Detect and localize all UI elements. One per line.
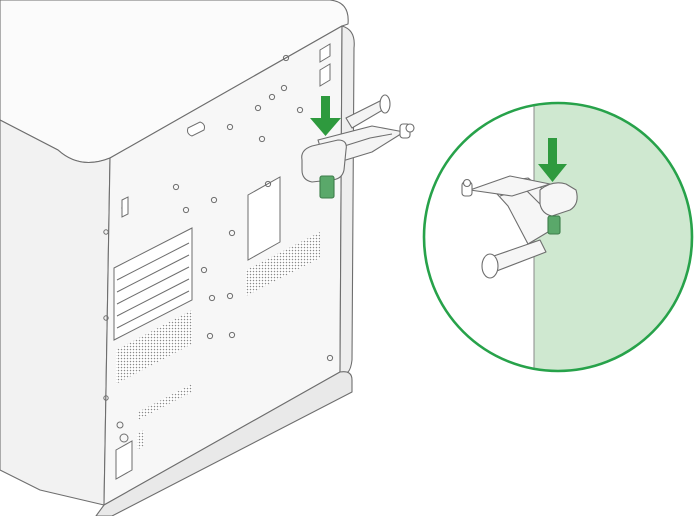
mesh-grille-lower xyxy=(138,384,192,420)
spool-holder-bracket xyxy=(301,94,415,199)
mounting-hooks xyxy=(121,43,331,218)
cabinet-right-edge xyxy=(339,25,355,375)
inset-arrow-down-icon xyxy=(538,138,567,182)
arrow-down-icon xyxy=(310,96,341,136)
inset-spool-holder xyxy=(461,175,578,279)
inset-green-clip xyxy=(547,215,561,235)
screw-holes xyxy=(103,54,334,401)
printer-cabinet xyxy=(0,0,355,516)
power-port xyxy=(115,440,133,480)
access-plate xyxy=(247,176,281,261)
inset-cabinet-wall xyxy=(534,103,692,371)
mesh-grille-small xyxy=(137,430,144,450)
green-clip xyxy=(319,175,335,199)
cabinet-side xyxy=(0,119,111,506)
mesh-grille-upper xyxy=(246,232,320,296)
mesh-grille-mid xyxy=(116,310,192,384)
inset-border xyxy=(422,101,694,373)
cabinet-base xyxy=(95,371,353,516)
magnified-inset xyxy=(422,101,694,373)
back-panel-details xyxy=(103,43,334,480)
louvre-vent xyxy=(113,227,193,341)
